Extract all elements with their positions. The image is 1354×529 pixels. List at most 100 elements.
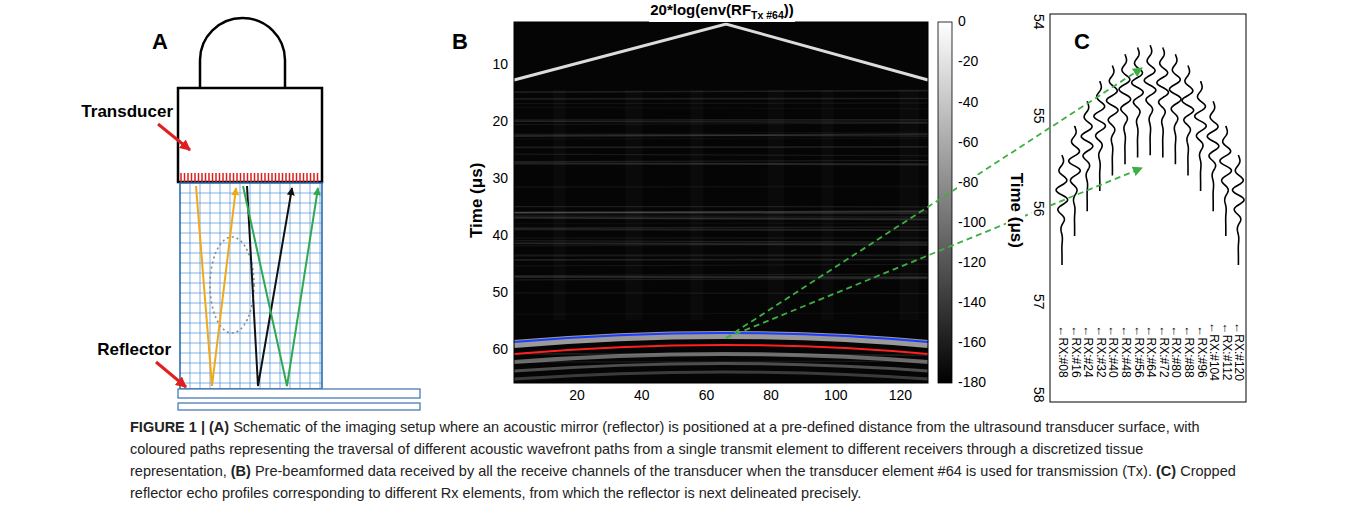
tick-label: 58 xyxy=(1031,386,1046,404)
element-stripe xyxy=(194,173,196,182)
grid-line xyxy=(260,183,261,389)
texture-streak xyxy=(514,137,928,139)
tick-label: 54 xyxy=(1031,13,1046,31)
echo-trace xyxy=(1182,65,1194,175)
rf-image xyxy=(514,22,952,383)
channel-label: ←RX:#72 xyxy=(1156,325,1169,379)
grid-line xyxy=(270,183,271,389)
element-stripe xyxy=(292,173,294,182)
tick-label: 100 xyxy=(823,388,848,403)
upper-bound-line xyxy=(514,333,928,342)
texture-streak xyxy=(514,227,928,228)
texture-streak xyxy=(514,241,928,242)
element-stripe xyxy=(313,173,315,182)
tick-label: 40 xyxy=(633,388,651,403)
grid-line xyxy=(180,213,322,214)
element-stripe xyxy=(261,173,263,182)
element-stripe xyxy=(303,173,305,182)
echo-trace xyxy=(1106,65,1118,175)
texture-streak xyxy=(514,259,928,261)
echo-trace xyxy=(1220,126,1232,236)
grid-line xyxy=(240,183,241,389)
texture-streak xyxy=(514,154,928,156)
caption-text: Pre-beamformed data received by all the … xyxy=(251,463,1156,479)
zoom-arrow xyxy=(726,168,1142,338)
channel-label: ←RX:#96 xyxy=(1194,325,1207,379)
tick-label: 40 xyxy=(491,228,509,243)
grid-line xyxy=(180,203,322,204)
echo-band xyxy=(514,354,928,362)
panel-letter: A xyxy=(151,30,169,54)
texture-streak xyxy=(514,264,928,266)
texture-band xyxy=(821,90,833,320)
element-stripe xyxy=(268,173,270,182)
texture-streak xyxy=(514,276,928,277)
echo-band xyxy=(514,372,928,379)
echo-trace xyxy=(1232,155,1244,265)
colorbar-tick: -180 xyxy=(957,375,987,390)
texture-streak xyxy=(514,222,928,224)
texture-streak xyxy=(514,279,928,280)
texture-band xyxy=(899,90,919,320)
texture-streak xyxy=(514,226,928,228)
element-stripe xyxy=(212,173,214,182)
element-stripe xyxy=(254,173,256,182)
grid-line xyxy=(180,193,322,194)
tick-label: 20 xyxy=(568,388,586,403)
colorbar-tick: -40 xyxy=(957,95,979,110)
echo-trace xyxy=(1069,126,1081,236)
title-subscript: Tx #64 xyxy=(751,9,784,21)
grid-line xyxy=(310,183,311,389)
texture-streak xyxy=(514,218,928,220)
element-stripe xyxy=(184,173,186,182)
panel-letter: B xyxy=(451,30,469,54)
reflector-plate xyxy=(178,389,420,398)
channel-label: ←RX:#48 xyxy=(1118,325,1131,379)
element-stripe xyxy=(191,173,193,182)
echo-trace xyxy=(1169,54,1181,164)
texture-streak xyxy=(514,211,928,213)
caption-text xyxy=(205,419,209,435)
colorbar-tick: -160 xyxy=(957,335,987,350)
element-stripe xyxy=(247,173,249,182)
axis-title: Time (μs) xyxy=(469,161,488,238)
element-stripe xyxy=(317,173,319,182)
texture-streak xyxy=(514,91,928,92)
element-stripe xyxy=(264,173,266,182)
wave-path xyxy=(196,186,236,386)
texture-streak xyxy=(514,228,928,231)
echo-trace xyxy=(1157,48,1169,158)
texture-streak xyxy=(514,215,928,218)
grid-line xyxy=(180,353,322,354)
texture-band xyxy=(553,90,566,320)
texture-streak xyxy=(514,123,928,124)
element-stripe xyxy=(198,173,200,182)
title-text: )) xyxy=(784,1,794,18)
texture-streak xyxy=(514,121,928,122)
texture-band xyxy=(625,90,642,320)
pointer-arrow xyxy=(156,362,186,387)
element-stripe xyxy=(233,173,235,182)
texture-streak xyxy=(514,254,928,256)
echo-trace xyxy=(1207,101,1219,211)
grid-line xyxy=(180,363,322,364)
element-stripe xyxy=(275,173,277,182)
echo-trace xyxy=(1081,101,1093,211)
texture-streak xyxy=(514,146,928,148)
texture-streak xyxy=(514,276,928,278)
grid-line xyxy=(180,383,322,384)
tick-label: 20 xyxy=(491,114,509,129)
texture-streak xyxy=(514,119,928,120)
grid-line xyxy=(180,313,322,314)
channel-label: ←RX:#64 xyxy=(1144,325,1157,379)
axis-title: Time (μs) xyxy=(1007,171,1026,248)
wave-path xyxy=(243,186,318,386)
channel-label: ←RX:#56 xyxy=(1131,325,1144,379)
element-stripe xyxy=(222,173,224,182)
texture-streak xyxy=(514,206,928,207)
tissue-grid xyxy=(180,183,322,389)
plot-frame xyxy=(1050,14,1246,402)
grid-line xyxy=(180,343,322,344)
channel-label: ←RX:#08 xyxy=(1055,325,1068,379)
